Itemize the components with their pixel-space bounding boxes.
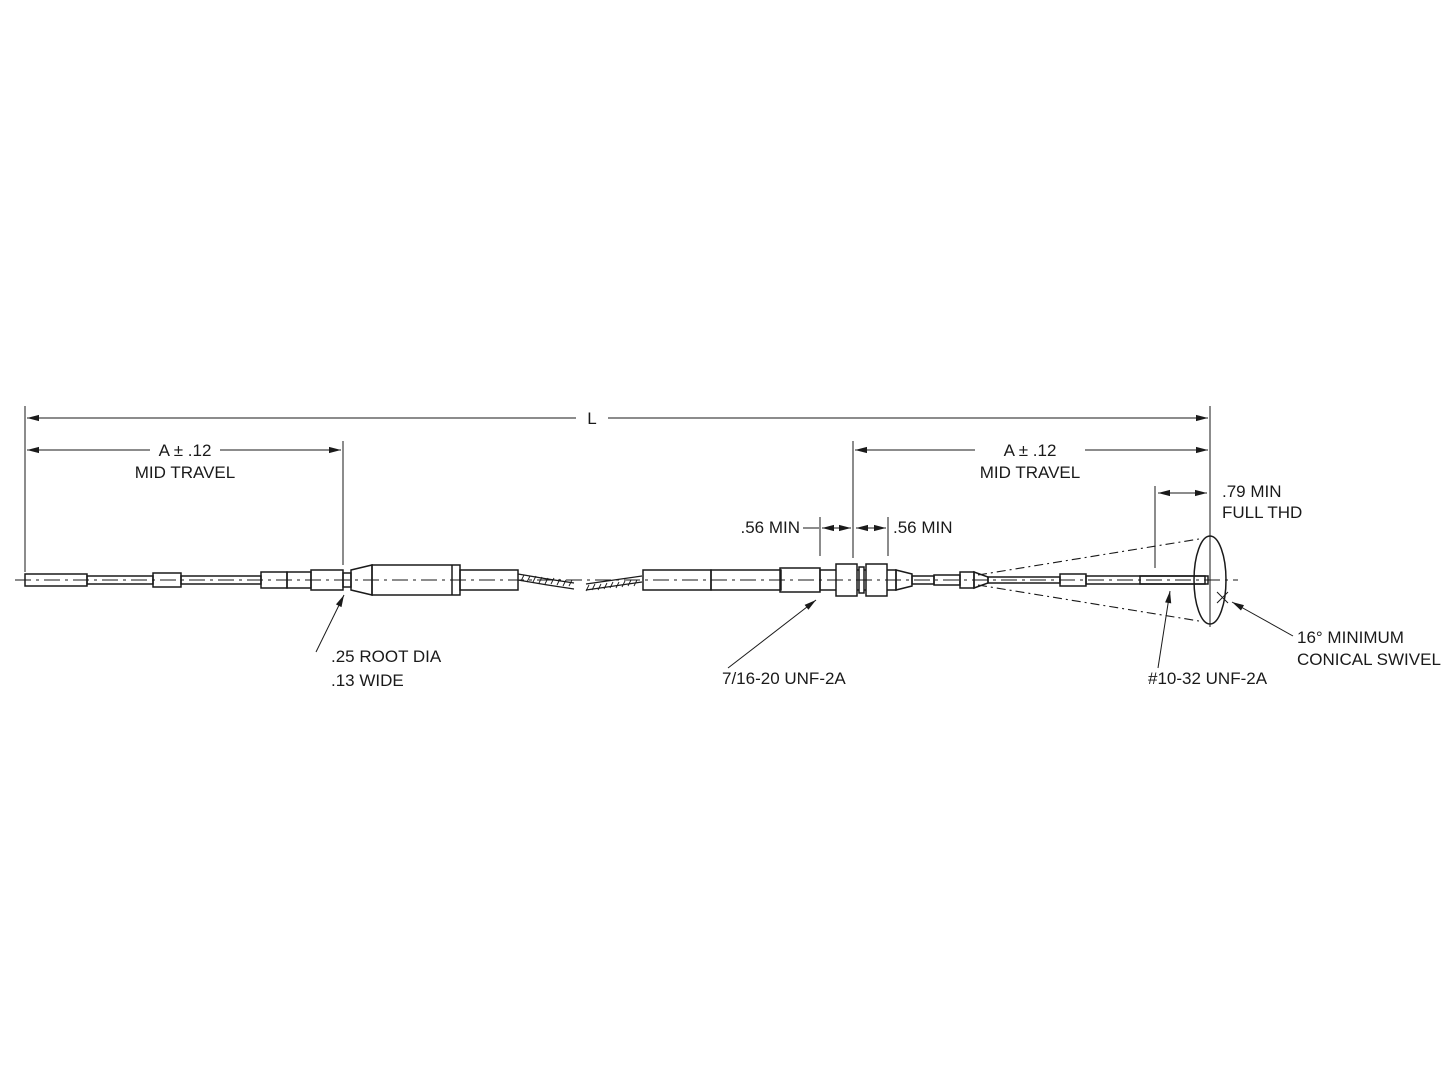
reducer-taper bbox=[895, 569, 913, 591]
dim-mid-travel-left-caption: MID TRAVEL bbox=[135, 463, 235, 482]
dim-bulkhead-right-value: .56 MIN bbox=[893, 518, 953, 537]
swivel-pivot-x-mark bbox=[1216, 591, 1229, 604]
mid-travel-right-dimension: A ± .12 MID TRAVEL bbox=[855, 441, 1208, 482]
cable-core-left bbox=[517, 573, 575, 590]
extension-lines bbox=[24, 406, 1211, 627]
cable-core-right bbox=[585, 575, 643, 592]
mid-travel-left-dimension: A ± .12 MID TRAVEL bbox=[27, 441, 341, 482]
callout-root-dia-line2: .13 WIDE bbox=[331, 671, 404, 690]
bulkhead-thread-callout: 7/16-20 UNF-2A bbox=[722, 599, 846, 688]
dim-full-thread-value: .79 MIN bbox=[1222, 482, 1282, 501]
bulkhead-min-dimensions: .56 MIN .56 MIN bbox=[740, 518, 952, 537]
dim-bulkhead-left-value: .56 MIN bbox=[740, 518, 800, 537]
end-thread-callout: #10-32 UNF-2A bbox=[1148, 590, 1268, 688]
root-groove-callout: .25 ROOT DIA .13 WIDE bbox=[315, 594, 442, 690]
conical-swivel-callout: 16° MINIMUM CONICAL SWIVEL bbox=[1231, 601, 1441, 669]
callout-swivel-line2: CONICAL SWIVEL bbox=[1297, 650, 1441, 669]
dim-mid-travel-right-value: A ± .12 bbox=[1004, 441, 1057, 460]
callout-root-dia-line1: .25 ROOT DIA bbox=[331, 647, 442, 666]
dim-overall-length-label: L bbox=[587, 409, 596, 428]
callout-bulkhead-thread-label: 7/16-20 UNF-2A bbox=[722, 669, 846, 688]
callout-end-thread-label: #10-32 UNF-2A bbox=[1148, 669, 1268, 688]
dim-full-thread-caption: FULL THD bbox=[1222, 503, 1302, 522]
callout-swivel-line1: 16° MINIMUM bbox=[1297, 628, 1404, 647]
full-thread-dimension: .79 MIN FULL THD bbox=[1158, 482, 1302, 522]
cone-envelope-upper bbox=[977, 538, 1200, 576]
overall-length-dimension: L bbox=[27, 409, 1208, 428]
dim-mid-travel-left-value: A ± .12 bbox=[159, 441, 212, 460]
dim-mid-travel-right-caption: MID TRAVEL bbox=[980, 463, 1080, 482]
